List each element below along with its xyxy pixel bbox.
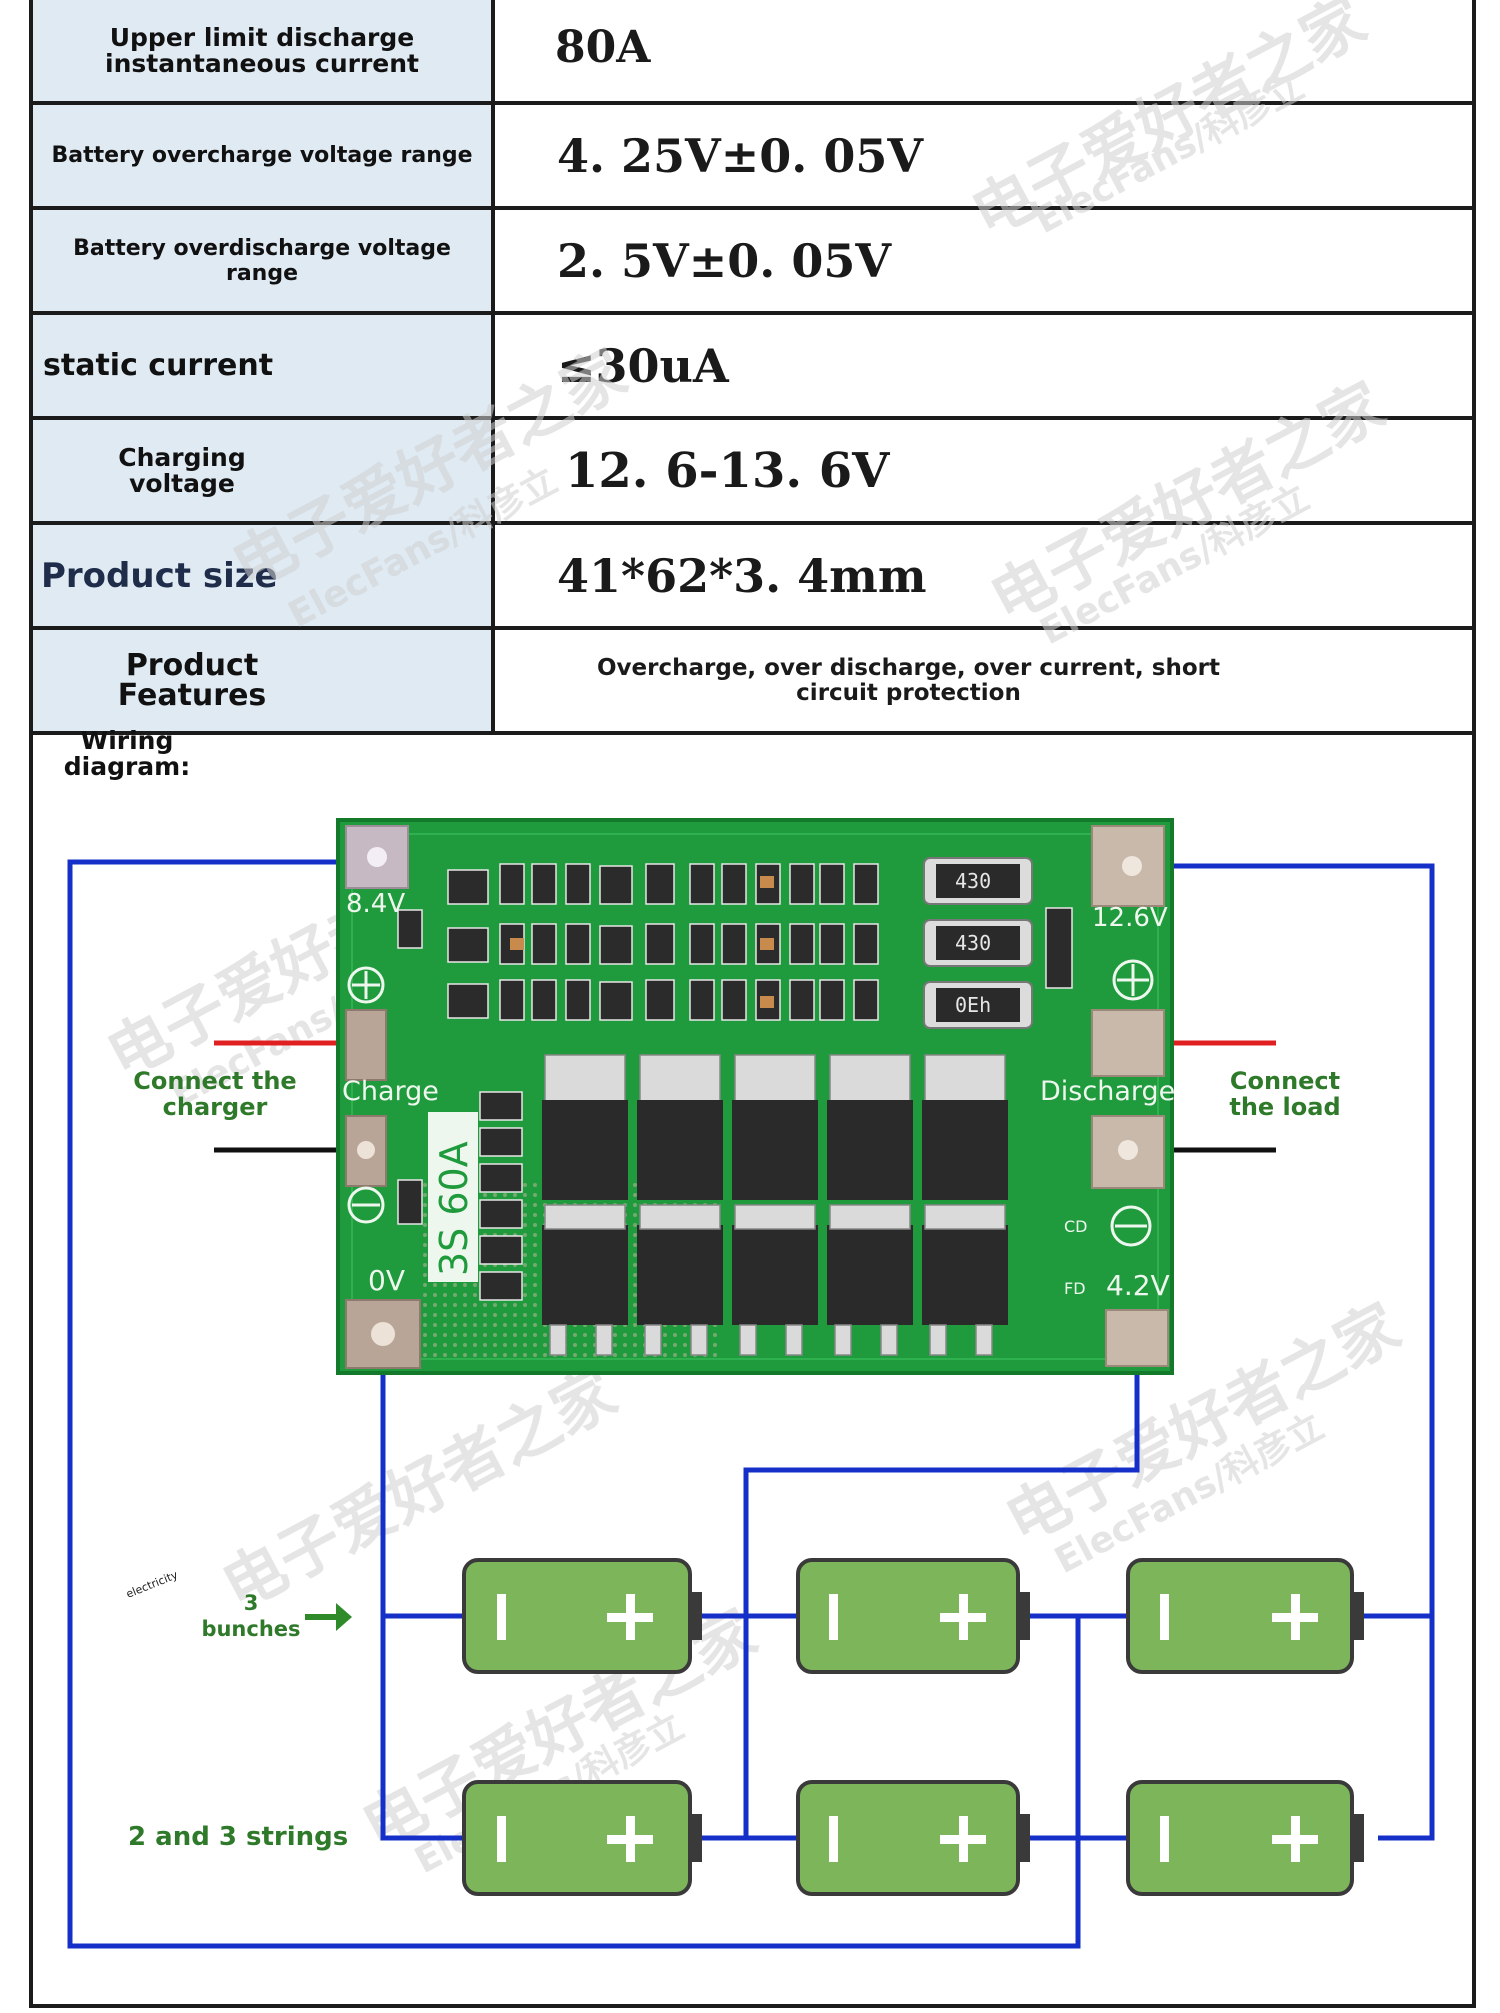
pad-42v bbox=[1105, 1309, 1169, 1367]
resistor-label: 0Eh bbox=[955, 993, 991, 1017]
battery bbox=[462, 1558, 702, 1674]
spec-table: Upper limit discharge instantaneous curr… bbox=[29, 0, 1476, 735]
resistor-label: 430 bbox=[955, 869, 991, 893]
spec-label: Charging voltage bbox=[33, 420, 495, 521]
spec-label-text: Charging voltage bbox=[118, 442, 246, 498]
spec-label-text: Product size bbox=[41, 555, 278, 596]
battery bbox=[462, 1780, 702, 1896]
label-0v: 0V bbox=[368, 1264, 405, 1297]
bunches-caption: 3 bunches bbox=[201, 1591, 301, 1641]
spec-row: Upper limit discharge instantaneous curr… bbox=[33, 0, 1472, 105]
battery bbox=[796, 1558, 1030, 1674]
charge-plus-symbol bbox=[347, 966, 385, 1004]
smd-components bbox=[397, 863, 1073, 1021]
polarity-symbols bbox=[347, 959, 1154, 1247]
spec-value-text: Overcharge, over discharge, over current… bbox=[597, 654, 1220, 706]
spec-value: 41*62*3. 4mm bbox=[495, 525, 1472, 626]
spec-label-text: static current bbox=[43, 348, 274, 383]
spec-value-text: ≤30uA bbox=[557, 338, 729, 393]
board-labels: 8.4V 12.6V Charge Discharge 0V 4.2V CD F… bbox=[342, 889, 1175, 1302]
spec-label-text: Product Features bbox=[117, 647, 267, 713]
wire-126v bbox=[1132, 863, 1435, 1841]
spec-label: Product Features bbox=[33, 630, 495, 731]
spec-label: Battery overdischarge voltage range bbox=[33, 210, 495, 311]
spec-row: static current ≤30uA bbox=[33, 315, 1472, 420]
spec-label-text: Battery overdischarge voltage range bbox=[73, 235, 451, 286]
label-model: 3S 60A bbox=[432, 1141, 476, 1276]
strings-caption: 2 and 3 strings bbox=[128, 1822, 349, 1852]
resistor-label: 430 bbox=[955, 931, 991, 955]
discharge-plus-symbol bbox=[1112, 959, 1154, 1001]
spec-value: ≤30uA bbox=[495, 315, 1472, 416]
spec-row: Product Features Overcharge, over discha… bbox=[33, 630, 1472, 735]
spec-value: 12. 6-13. 6V bbox=[495, 420, 1472, 521]
spec-row: Battery overdischarge voltage range 2. 5… bbox=[33, 210, 1472, 315]
spec-value: Overcharge, over discharge, over current… bbox=[495, 630, 1472, 731]
load-caption: Connect the load bbox=[1229, 1067, 1341, 1121]
spec-value-text: 2. 5V±0. 05V bbox=[557, 233, 892, 288]
spec-value: 2. 5V±0. 05V bbox=[495, 210, 1472, 311]
label-fd: FD bbox=[1064, 1279, 1086, 1298]
spec-value-text: 12. 6-13. 6V bbox=[565, 442, 890, 499]
charge-minus-symbol bbox=[347, 1186, 385, 1224]
spec-label: Upper limit discharge instantaneous curr… bbox=[33, 0, 495, 101]
label-charge: Charge bbox=[342, 1076, 439, 1107]
battery bbox=[796, 1780, 1030, 1896]
pad-discharge-negative bbox=[1091, 1115, 1165, 1189]
spec-row: Charging voltage 12. 6-13. 6V bbox=[33, 420, 1472, 525]
wiring-title: Wiring diagram: bbox=[63, 726, 191, 781]
model-label-box: 3S 60A bbox=[428, 1112, 478, 1282]
charger-caption: Connect the charger bbox=[133, 1067, 297, 1121]
spec-row: Battery overcharge voltage range 4. 25V±… bbox=[33, 105, 1472, 210]
spec-label: Product size bbox=[33, 525, 495, 626]
battery bbox=[1126, 1558, 1364, 1674]
pad-charge-positive bbox=[345, 1009, 387, 1081]
label-84v: 8.4V bbox=[346, 889, 405, 919]
label-42v: 4.2V bbox=[1106, 1269, 1170, 1302]
wire-0v bbox=[380, 1336, 462, 1841]
spec-label-text: Battery overcharge voltage range bbox=[51, 143, 473, 168]
battery bbox=[1126, 1780, 1364, 1896]
spec-label: Battery overcharge voltage range bbox=[33, 105, 495, 206]
spec-row: Product size 41*62*3. 4mm bbox=[33, 525, 1472, 630]
discharge-minus-symbol bbox=[1110, 1205, 1152, 1247]
mosfets bbox=[542, 1054, 1008, 1356]
label-discharge: Discharge bbox=[1040, 1076, 1175, 1107]
label-cd: CD bbox=[1064, 1217, 1088, 1236]
spec-label: static current bbox=[33, 315, 495, 416]
spec-label-text: Upper limit discharge instantaneous curr… bbox=[105, 22, 419, 78]
spec-value-text: 80A bbox=[555, 22, 651, 73]
pad-discharge-positive bbox=[1091, 1009, 1165, 1077]
spec-value-text: 4. 25V±0. 05V bbox=[557, 128, 924, 183]
electricity-label: electricity bbox=[124, 1568, 180, 1601]
batteries bbox=[462, 1558, 1364, 1896]
shunt-resistors: 430 430 0Eh bbox=[923, 857, 1033, 1029]
spec-value: 80A bbox=[495, 0, 1472, 101]
arrow-icon bbox=[305, 1603, 352, 1631]
wiring-frame bbox=[29, 720, 1476, 2008]
label-126v: 12.6V bbox=[1092, 903, 1168, 933]
watermark-text: 电子爱好者之家 bbox=[960, 0, 1377, 251]
watermark-text: 电子爱好者之家 bbox=[978, 368, 1395, 636]
spec-value-text: 41*62*3. 4mm bbox=[557, 548, 927, 603]
wire-84v bbox=[67, 859, 1081, 1949]
pcb-board: 430 430 0Eh bbox=[336, 818, 1175, 1375]
chip-strip bbox=[397, 1091, 523, 1301]
wires bbox=[67, 859, 1435, 1949]
spec-value: 4. 25V±0. 05V bbox=[495, 105, 1472, 206]
